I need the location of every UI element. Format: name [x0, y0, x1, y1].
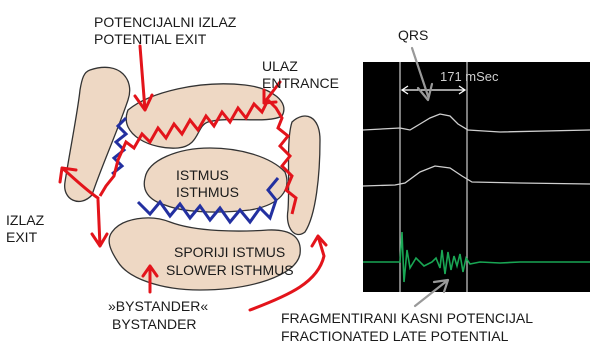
late-potential-pointer-arrow — [415, 280, 448, 306]
fractionated-label-en: FRACTIONATED LATE POTENTIAL — [281, 328, 508, 345]
fractionated-label-hr: FRAGMENTIRANI KASNI POTENCIJAL — [281, 310, 533, 327]
